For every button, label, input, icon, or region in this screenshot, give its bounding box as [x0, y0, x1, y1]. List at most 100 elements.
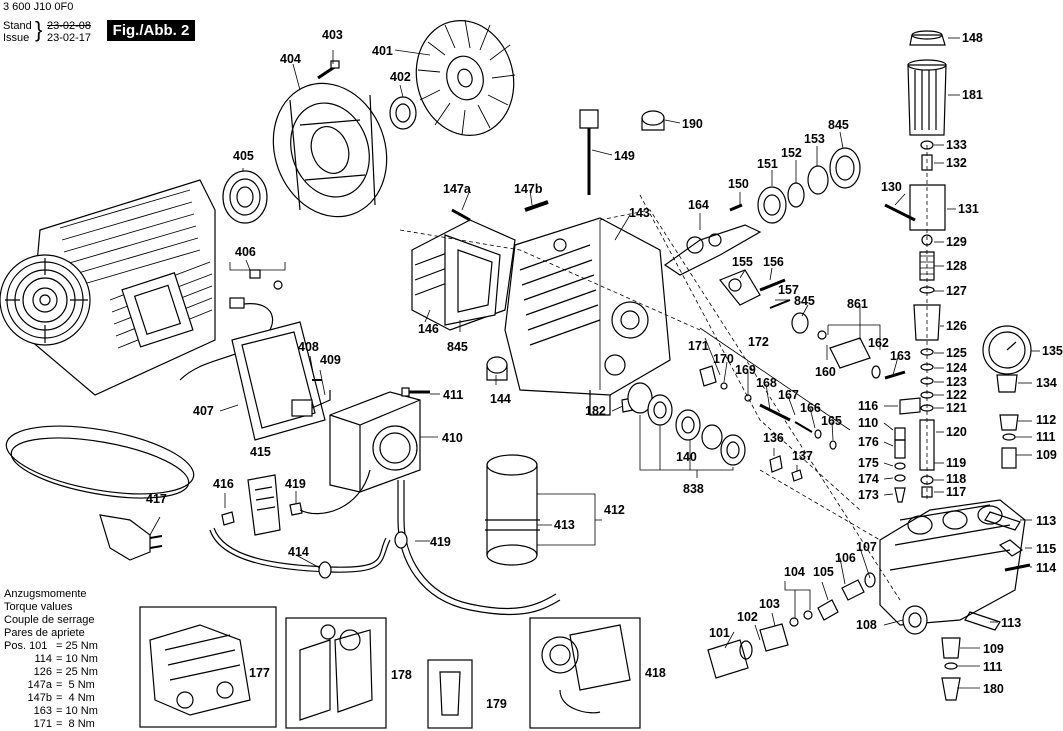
part-label-133: 133: [946, 138, 967, 152]
issue-date: 23-02-17: [47, 32, 92, 44]
part-label-176: 176: [858, 435, 879, 449]
stand-label: Stand: [3, 20, 32, 32]
part-label-121: 121: [946, 401, 967, 415]
torque-row: 126= 25 Nm: [33, 666, 98, 678]
part-label-103: 103: [759, 597, 780, 611]
inlet-parts-101-107: [707, 572, 876, 679]
part-label-107: 107: [856, 540, 877, 554]
part-label-120: 120: [946, 425, 967, 439]
part-label-403: 403: [322, 28, 343, 42]
part-label-180: 180: [983, 682, 1004, 696]
part-label-109: 109: [1036, 448, 1057, 462]
part-label-132: 132: [946, 156, 967, 170]
part-label-137: 137: [792, 449, 813, 463]
part-label-111: 111: [1036, 430, 1056, 444]
torque-row: 147a= 5 Nm: [27, 679, 95, 691]
torque-row: 163= 10 Nm: [33, 705, 98, 717]
part-label-116: 116: [858, 399, 879, 413]
seal-ring-402: [389, 96, 417, 130]
plunger-861: [817, 330, 906, 380]
torque-row: 114= 10 Nm: [34, 653, 98, 665]
part-label-118: 118: [946, 472, 967, 486]
part-label-127: 127: [946, 284, 967, 298]
capacitor-413: [485, 454, 540, 566]
part-label-117: 117: [946, 485, 967, 499]
part-label-125: 125: [946, 346, 967, 360]
part-label-169: 169: [735, 363, 756, 377]
part-label-419: 419: [285, 477, 306, 491]
part-label-150: 150: [728, 177, 749, 191]
torque-row: 147b= 4 Nm: [27, 692, 95, 704]
part-label-129: 129: [946, 235, 967, 249]
part-label-173: 173: [858, 488, 879, 502]
part-label-405: 405: [233, 149, 254, 163]
part-label-119: 119: [946, 456, 967, 470]
part-label-151: 151: [757, 157, 778, 171]
part-label-131: 131: [958, 202, 979, 216]
stand-date: 23-02-08: [47, 20, 92, 32]
valve-parts-165-172: [621, 365, 837, 450]
part-label-402: 402: [390, 70, 411, 84]
part-label-190: 190: [682, 117, 703, 131]
part-label-122: 122: [946, 388, 967, 402]
thumbnail-178: [285, 617, 387, 729]
part-label-413: 413: [554, 518, 575, 532]
pressure-gauge-135: [982, 325, 1032, 393]
part-label-144: 144: [490, 392, 511, 406]
part-label-407: 407: [193, 404, 214, 418]
part-label-135: 135: [1042, 344, 1063, 358]
part-label-401: 401: [372, 44, 393, 58]
torque-title-es: Pares de apriete: [4, 627, 85, 639]
part-label-412: 412: [604, 503, 625, 517]
part-label-152: 152: [781, 146, 802, 160]
part-label-172: 172: [748, 335, 769, 349]
part-label-177: 177: [249, 666, 270, 680]
switch-parts-408-409: [291, 379, 430, 417]
part-label-130: 130: [881, 180, 902, 194]
bottom-valve-109-180: [941, 637, 961, 701]
part-label-164: 164: [688, 198, 709, 212]
torque-title-fr: Couple de serrage: [4, 614, 95, 626]
part-label-101: 101: [709, 626, 730, 640]
part-label-114: 114: [1036, 561, 1057, 575]
torque-title-de: Anzugsmomente: [4, 588, 87, 600]
part-label-124: 124: [946, 361, 967, 375]
part-label-112: 112: [1036, 413, 1057, 427]
part-label-115: 115: [1036, 542, 1057, 556]
plug-144: [486, 356, 508, 381]
bearing-405: [222, 170, 268, 224]
part-label-845: 845: [794, 294, 815, 308]
part-label-106: 106: [835, 551, 856, 565]
part-label-109: 109: [983, 642, 1004, 656]
part-label-410: 410: [442, 431, 463, 445]
part-label-178: 178: [391, 668, 412, 682]
part-label-408: 408: [298, 340, 319, 354]
part-label-170: 170: [713, 352, 734, 366]
part-label-404: 404: [280, 52, 301, 66]
part-label-174: 174: [858, 472, 879, 486]
part-label-111: 111: [983, 660, 1003, 674]
part-label-166: 166: [800, 401, 821, 415]
torque-values-table: Anzugsmomente Torque values Couple de se…: [4, 588, 98, 731]
part-label-123: 123: [946, 375, 967, 389]
motor-housing-drawing: [0, 179, 216, 396]
part-label-157: 157: [778, 283, 799, 297]
part-label-162: 162: [868, 336, 889, 350]
part-label-148: 148: [962, 31, 983, 45]
part-label-110: 110: [858, 416, 879, 430]
document-number: 3 600 J10 0F0: [3, 1, 74, 13]
part-label-414: 414: [288, 545, 309, 559]
part-label-179: 179: [486, 697, 507, 711]
torque-row: 171= 8 Nm: [33, 718, 95, 730]
part-label-146: 146: [418, 322, 439, 336]
part-label-181: 181: [962, 88, 983, 102]
unloader-valve-stack: [884, 30, 947, 503]
part-label-140: 140: [676, 450, 697, 464]
part-label-102: 102: [737, 610, 758, 624]
part-label-126: 126: [946, 319, 967, 333]
crankshaft-164: [663, 224, 762, 276]
part-label-845: 845: [828, 118, 849, 132]
thumbnail-179: [427, 659, 473, 729]
pressure-switch-415: [221, 474, 303, 536]
